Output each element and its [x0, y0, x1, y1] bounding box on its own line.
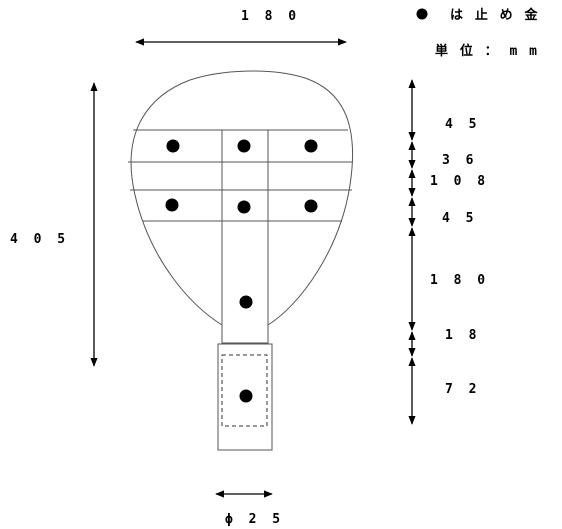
- right-dimension-label: 1 8 0: [430, 273, 489, 288]
- rivet-dot: [239, 295, 253, 309]
- rivet-dot: [237, 139, 251, 153]
- legend-rivet-label: は 止 め 金: [450, 7, 539, 23]
- unit-label: 単 位 ： m m: [435, 43, 539, 59]
- paddle-head-outline: [130, 70, 354, 326]
- right-dimension-label: 1 0 8: [430, 174, 489, 189]
- right-dimension-label: 7 2: [445, 382, 480, 397]
- right-dimension-label: 3 6: [442, 153, 477, 168]
- center-strip: [221, 129, 269, 344]
- handle-diameter-label: ϕ 2 5: [225, 512, 284, 527]
- rivet-dot: [166, 139, 180, 153]
- rivet-dot: [165, 198, 179, 212]
- rivet-dot: [239, 389, 253, 403]
- right-dimension-label: 4 5: [442, 211, 477, 226]
- handle: [217, 343, 273, 451]
- handle-inner-dashed: [221, 354, 268, 427]
- right-dimension-label: 1 8: [445, 328, 480, 343]
- rivet-dot: [304, 199, 318, 213]
- rivet-dot: [304, 139, 318, 153]
- top-width-label: 1 8 0: [241, 9, 300, 24]
- legend-rivet-icon: [416, 8, 428, 20]
- rivet-dot: [237, 200, 251, 214]
- right-dimension-label: 4 5: [445, 117, 480, 132]
- total-height-label: 4 0 5: [10, 232, 69, 247]
